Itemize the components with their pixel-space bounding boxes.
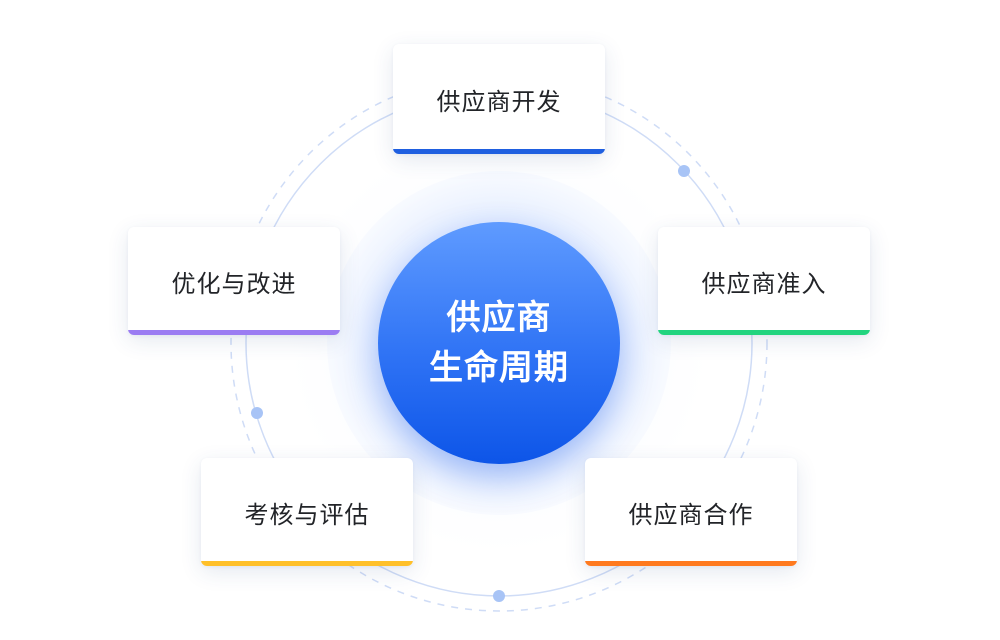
stage-label: 优化与改进	[171, 269, 297, 298]
center-circle: 供应商 生命周期	[378, 222, 620, 464]
stage-card-assessment-evaluation: 考核与评估	[201, 458, 413, 566]
stage-card-supplier-admission: 供应商准入	[658, 227, 870, 335]
stage-accent-bar	[128, 330, 340, 335]
stage-label: 考核与评估	[244, 500, 370, 529]
center-title-line2: 生命周期	[429, 348, 569, 388]
stage-accent-bar	[393, 149, 605, 154]
stage-accent-bar	[201, 561, 413, 566]
stage-accent-bar	[585, 561, 797, 566]
center-title-line1: 供应商	[446, 298, 552, 338]
orbit-dot-left	[251, 407, 263, 419]
stage-label: 供应商准入	[701, 269, 827, 298]
stage-card-supplier-development: 供应商开发	[393, 44, 605, 154]
orbit-dot-top-right	[678, 165, 690, 177]
stage-label: 供应商开发	[436, 87, 562, 116]
stage-label: 供应商合作	[628, 500, 754, 529]
stage-card-supplier-cooperation: 供应商合作	[585, 458, 797, 566]
stage-card-optimization-improvement: 优化与改进	[128, 227, 340, 335]
orbit-dot-bottom	[493, 590, 505, 602]
stage-accent-bar	[658, 330, 870, 335]
